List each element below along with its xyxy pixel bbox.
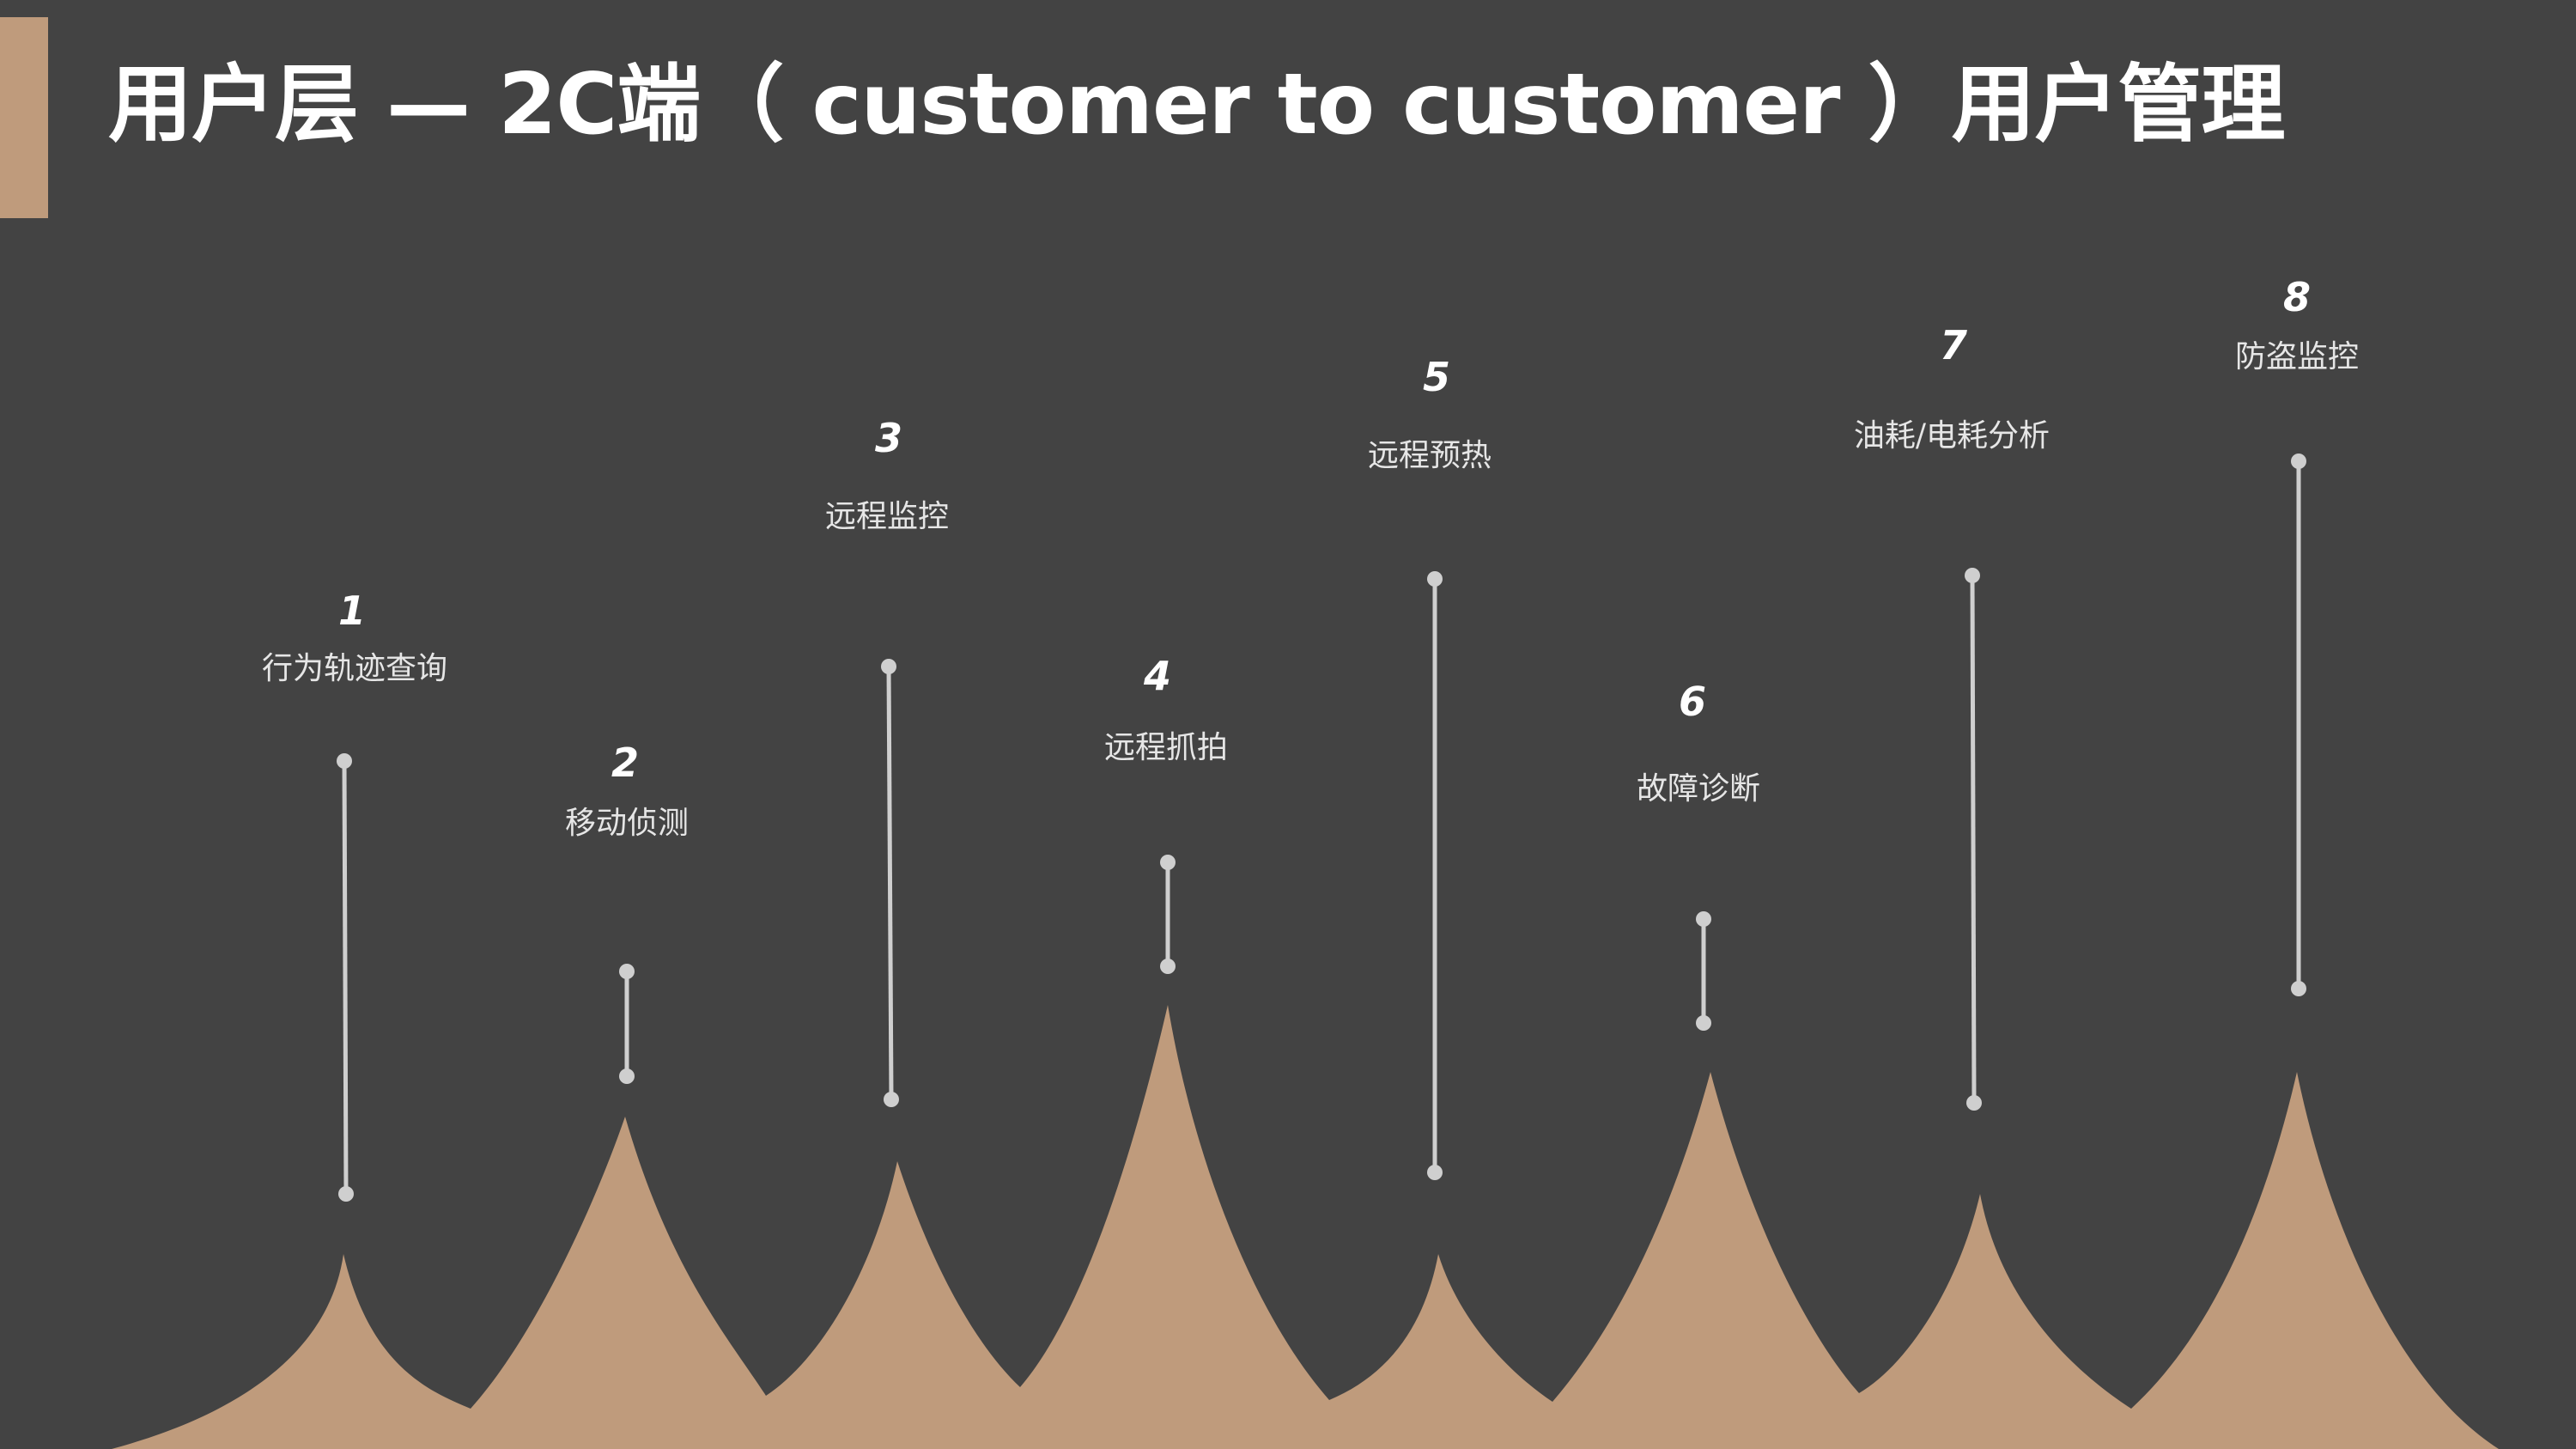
item-4-label: 远程抓拍: [1103, 730, 1228, 765]
item-6-label: 故障诊断: [1636, 771, 1760, 807]
item-1-label: 行为轨迹查询: [261, 651, 447, 686]
indicator-dot-4-top: [1160, 855, 1176, 870]
item-2-number: 2: [611, 740, 639, 786]
indicator-lines: [337, 454, 2306, 1202]
indicator-dot-3-bottom: [884, 1092, 899, 1107]
item-5-label: 远程预热: [1367, 438, 1492, 473]
page-title: 用户层 — 2C端（ customer to customer ）用户管理: [108, 56, 2286, 154]
indicator-dot-1-bottom: [338, 1186, 354, 1202]
item-2-label: 移动侦测: [564, 806, 689, 841]
indicator-line-7: [1970, 575, 1977, 1104]
indicator-dot-7-top: [1965, 568, 1980, 583]
indicator-dot-6-top: [1696, 911, 1711, 927]
item-6-number: 6: [1678, 679, 1706, 725]
peaks-landscape: [0, 1005, 2499, 1449]
indicator-dot-8-bottom: [2291, 981, 2306, 996]
item-8-number: 8: [2282, 274, 2311, 320]
item-5-number: 5: [1422, 354, 1450, 400]
indicator-dot-3-top: [881, 659, 896, 674]
indicator-dot-7-bottom: [1966, 1095, 1982, 1111]
item-3-number: 3: [874, 415, 902, 461]
indicator-dot-2-bottom: [619, 1068, 635, 1084]
indicator-dot-5-top: [1427, 571, 1443, 587]
item-7-number: 7: [1939, 322, 1967, 368]
item-3-label: 远程监控: [824, 499, 949, 534]
indicator-line-3: [886, 666, 894, 1100]
indicator-dot-4-bottom: [1160, 959, 1176, 974]
accent-bar: [0, 17, 48, 218]
indicator-dot-5-bottom: [1427, 1165, 1443, 1180]
indicator-dot-2-top: [619, 964, 635, 979]
indicator-dot-6-bottom: [1696, 1015, 1711, 1031]
item-4-number: 4: [1143, 653, 1171, 699]
indicator-dot-8-top: [2291, 454, 2306, 469]
indicator-dot-1-top: [337, 753, 352, 769]
item-1-number: 1: [337, 588, 366, 634]
item-8-label: 防盗监控: [2234, 339, 2359, 374]
item-7-label: 油耗/电耗分析: [1853, 418, 2050, 454]
indicator-line-1: [342, 760, 349, 1195]
